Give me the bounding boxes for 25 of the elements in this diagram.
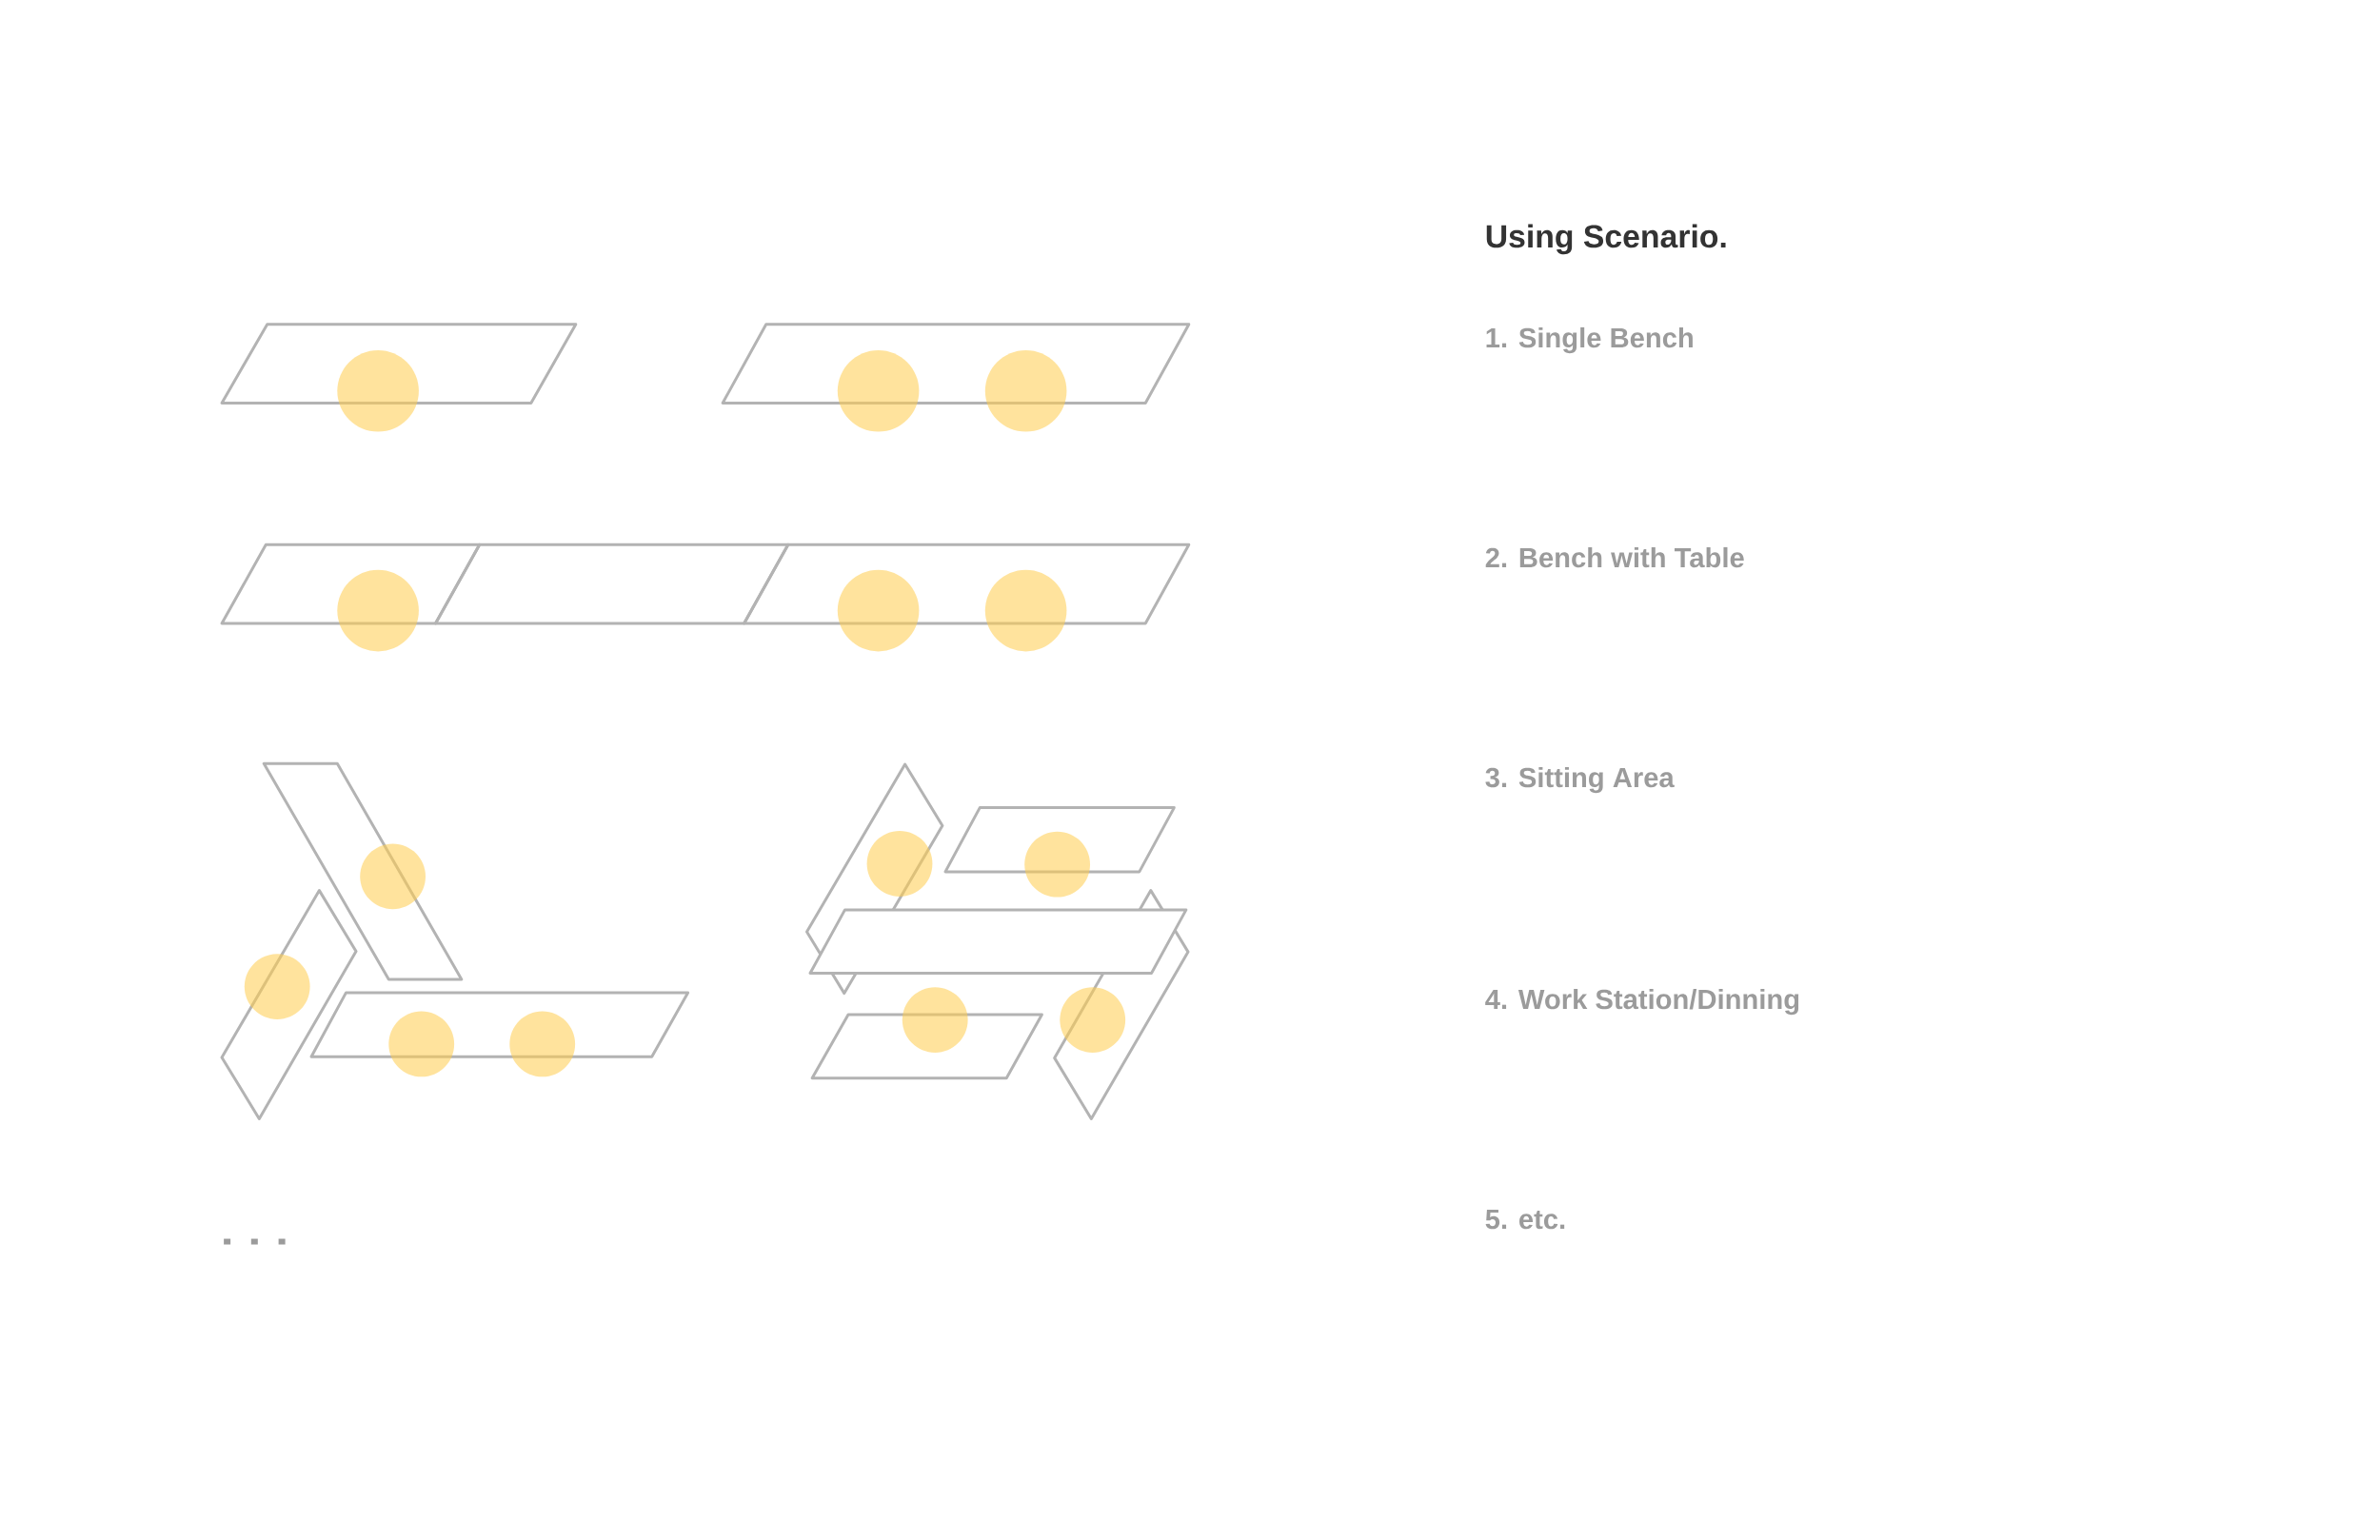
scenario-label: 4. Work Station/Dinning: [1485, 988, 1799, 1016]
bench: [943, 806, 1176, 874]
person-dot: [984, 569, 1067, 652]
person-dot: [337, 350, 419, 432]
bench: [220, 323, 578, 405]
scenario-label: 1. Single Bench: [1486, 326, 1693, 354]
bench: [721, 323, 1191, 405]
scenario-label: 2. Bench with Table: [1485, 546, 1744, 568]
person-dot: [837, 350, 920, 432]
person-dot: [388, 1011, 455, 1077]
person-dot: [902, 987, 968, 1053]
bench: [220, 889, 358, 1120]
person-dot: [337, 569, 419, 652]
bench: [810, 1013, 1043, 1080]
bench: [808, 908, 1188, 975]
person-dot: [509, 1011, 576, 1077]
bench: [309, 991, 690, 1058]
scenario-label: 3. Sitting Area: [1485, 766, 1675, 794]
bench: [262, 761, 464, 981]
person-dot: [1024, 831, 1090, 898]
scenario-label: 5. etc.: [1485, 1209, 1565, 1230]
person-dot: [837, 569, 920, 652]
person-dot: [984, 350, 1067, 432]
heading: Using Scenario.: [1486, 224, 1726, 255]
bench: [743, 543, 1191, 625]
